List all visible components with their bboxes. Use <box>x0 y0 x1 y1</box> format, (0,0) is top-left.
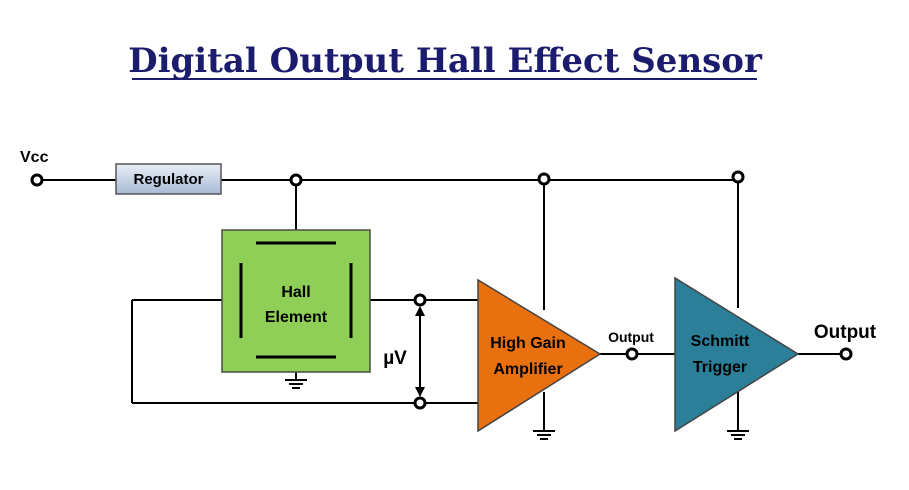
ground-wires <box>295 372 739 431</box>
microvolt-label: µV <box>383 348 407 369</box>
final-output-label: Output <box>814 322 877 343</box>
hall-output-node-bottom <box>413 396 427 410</box>
ground-symbol-hall <box>285 379 307 389</box>
hall-element-label-line2: Element <box>265 309 328 326</box>
regulator-label: Regulator <box>133 171 203 188</box>
hall-output-node-top <box>413 293 427 307</box>
regulator-block: Regulator <box>115 163 222 195</box>
rail-node-amplifier <box>537 172 551 186</box>
amplifier-label-line2: Amplifier <box>493 361 562 378</box>
diagram-title: Digital Output Hall Effect Sensor <box>128 41 763 81</box>
high-gain-amplifier: High Gain Amplifier <box>477 278 602 433</box>
amplifier-output-label: Output <box>608 329 654 345</box>
schmitt-label-line2: Trigger <box>693 359 747 376</box>
amplifier-output-node <box>625 347 639 361</box>
hall-element-block: Hall Element <box>221 229 371 373</box>
amplifier-label-line1: High Gain <box>490 335 566 352</box>
vcc-label: Vcc <box>20 149 49 166</box>
rail-node-schmitt <box>731 170 745 184</box>
ground-symbol-amplifier <box>533 430 555 440</box>
schmitt-trigger: Schmitt Trigger <box>674 276 800 433</box>
final-output-node <box>839 347 853 361</box>
hall-element-label-line1: Hall <box>281 284 310 301</box>
ground-symbol-schmitt <box>727 430 749 440</box>
supply-rail <box>37 179 739 310</box>
microvolt-arrow <box>415 306 425 397</box>
schmitt-label-line1: Schmitt <box>691 333 750 350</box>
vcc-node <box>30 173 44 187</box>
rail-node-hall <box>289 173 303 187</box>
